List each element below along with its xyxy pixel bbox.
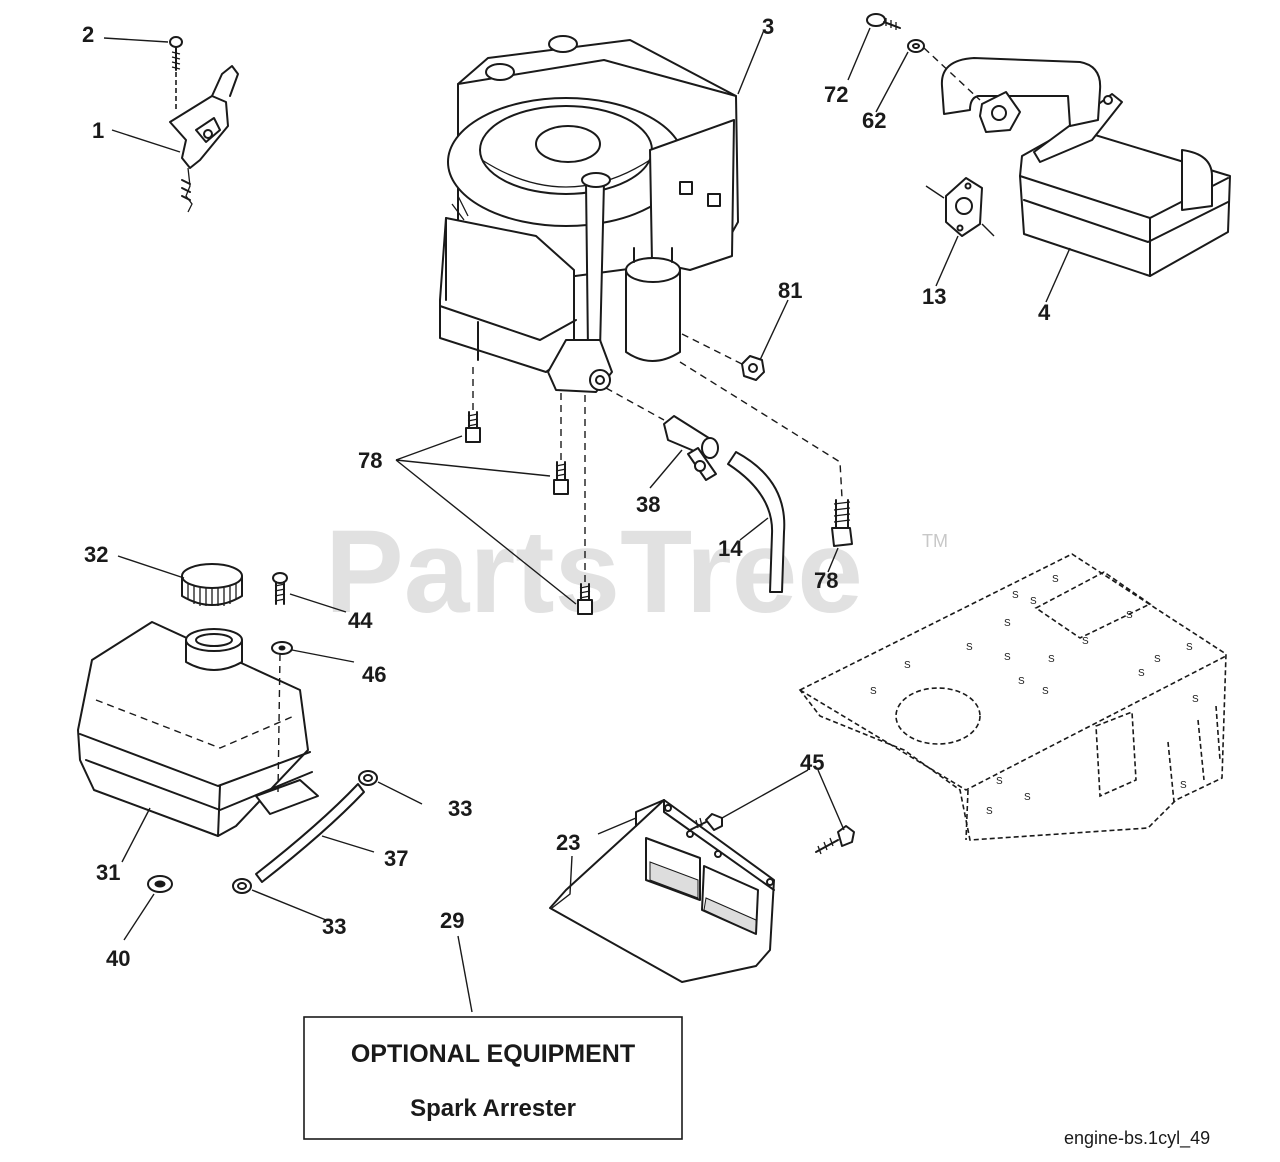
callout-3: 3 bbox=[762, 14, 774, 39]
svg-text:S: S bbox=[1042, 686, 1049, 697]
hose-clamp-part-33-a bbox=[358, 770, 378, 786]
screw-part-2 bbox=[169, 36, 183, 110]
callout-37: 37 bbox=[384, 846, 408, 871]
gasket-part-13 bbox=[925, 177, 995, 237]
nut-part-81 bbox=[681, 333, 765, 381]
svg-text:S: S bbox=[1186, 642, 1193, 653]
callout-32: 32 bbox=[84, 542, 108, 567]
bolt-part-78-b bbox=[553, 390, 569, 495]
callout-78-a: 78 bbox=[358, 448, 382, 473]
fuel-tank-part-31 bbox=[77, 621, 319, 837]
svg-text:S: S bbox=[1004, 652, 1011, 663]
throttle-control-bracket bbox=[169, 65, 239, 213]
washer-part-46 bbox=[271, 641, 293, 793]
svg-text:S: S bbox=[996, 776, 1003, 787]
svg-text:S: S bbox=[1048, 654, 1055, 665]
callout-31: 31 bbox=[96, 860, 120, 885]
callout-45: 45 bbox=[800, 750, 824, 775]
bolt-part-78-a bbox=[465, 362, 481, 443]
optional-equipment-box: OPTIONAL EQUIPMENT Spark Arrester bbox=[303, 1016, 683, 1140]
bolt-part-78-d bbox=[679, 361, 853, 547]
callout-44: 44 bbox=[348, 608, 373, 633]
callout-33-a: 33 bbox=[448, 796, 472, 821]
bolt-part-78-c bbox=[577, 394, 593, 615]
callout-46: 46 bbox=[362, 662, 386, 687]
fuel-line-part-14 bbox=[727, 451, 786, 593]
callout-23: 23 bbox=[556, 830, 580, 855]
screw-part-45-b bbox=[815, 825, 855, 855]
leader-lines bbox=[103, 27, 1071, 1013]
callout-13: 13 bbox=[922, 284, 946, 309]
callout-81: 81 bbox=[778, 278, 802, 303]
svg-text:S: S bbox=[904, 660, 911, 671]
callout-29: 29 bbox=[440, 908, 464, 933]
svg-text:S: S bbox=[1018, 676, 1025, 687]
optional-equipment-title: OPTIONAL EQUIPMENT bbox=[351, 1040, 635, 1068]
callout-78-b: 78 bbox=[814, 568, 838, 593]
fuel-cap-part-32 bbox=[181, 563, 243, 606]
svg-text:S: S bbox=[1030, 596, 1037, 607]
svg-text:S: S bbox=[1024, 792, 1031, 803]
washer-part-62 bbox=[907, 39, 981, 101]
callout-40: 40 bbox=[106, 946, 130, 971]
svg-text:S: S bbox=[1138, 668, 1145, 679]
svg-text:S: S bbox=[870, 686, 877, 697]
svg-text:S: S bbox=[1052, 574, 1059, 585]
screw-part-45-a bbox=[689, 813, 723, 831]
heat-shield-part-23 bbox=[549, 799, 775, 983]
svg-text:S: S bbox=[1082, 636, 1089, 647]
grommet-part-40 bbox=[147, 875, 173, 893]
muffler-part-4 bbox=[940, 57, 1231, 277]
screw-part-44 bbox=[272, 572, 288, 605]
svg-text:S: S bbox=[1180, 780, 1187, 791]
chassis-frame: S S S S S S S S S S S S S S S S S S S S … bbox=[798, 553, 1227, 841]
svg-text:S: S bbox=[1154, 654, 1161, 665]
svg-text:S: S bbox=[1012, 590, 1019, 601]
callout-4: 4 bbox=[1038, 300, 1051, 325]
callout-1: 1 bbox=[92, 118, 104, 143]
svg-text:S: S bbox=[986, 806, 993, 817]
bolt-part-72 bbox=[866, 13, 901, 30]
diagram-code: engine-bs.1cyl_49 bbox=[1064, 1128, 1210, 1149]
optional-equipment-subtitle: Spark Arrester bbox=[410, 1095, 576, 1122]
svg-text:S: S bbox=[1192, 694, 1199, 705]
fuel-line-part-37 bbox=[255, 783, 365, 883]
callout-14: 14 bbox=[718, 536, 743, 561]
svg-text:S: S bbox=[1126, 610, 1133, 621]
callout-62: 62 bbox=[862, 108, 886, 133]
fuel-shutoff-part-38 bbox=[605, 387, 719, 481]
svg-text:S: S bbox=[966, 642, 973, 653]
hose-clamp-part-33-b bbox=[232, 878, 252, 894]
callout-2: 2 bbox=[82, 22, 94, 47]
watermark-trademark: TM bbox=[922, 531, 948, 551]
callout-38: 38 bbox=[636, 492, 660, 517]
engine-assembly bbox=[439, 35, 739, 393]
callout-33-b: 33 bbox=[322, 914, 346, 939]
svg-text:S: S bbox=[1004, 618, 1011, 629]
leader-78-group bbox=[395, 435, 577, 605]
callout-72: 72 bbox=[824, 82, 848, 107]
